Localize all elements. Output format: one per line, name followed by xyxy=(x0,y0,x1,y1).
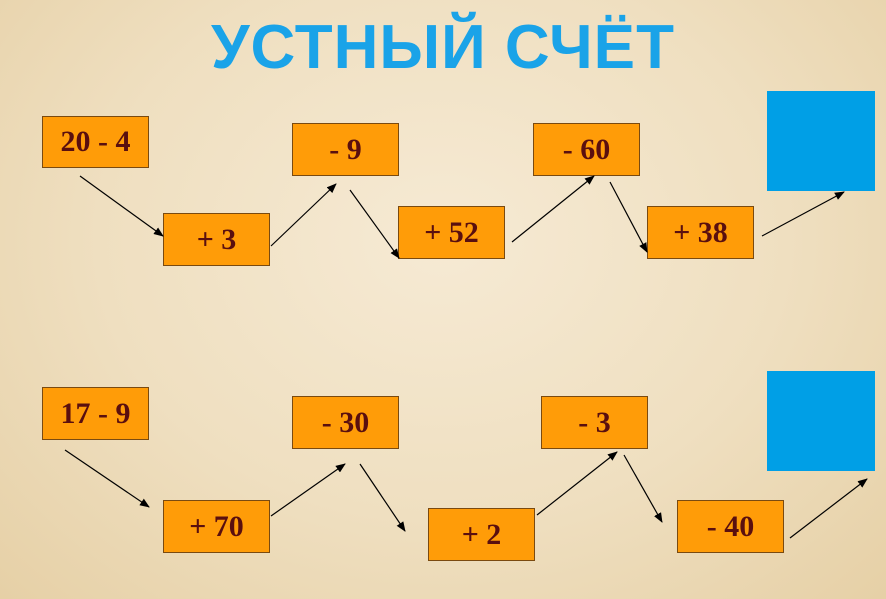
chain2-step-box[interactable]: - 3 xyxy=(541,396,648,449)
chain1-start-box[interactable]: 20 - 4 xyxy=(42,116,149,168)
arrow-connector xyxy=(511,175,595,243)
arrow-connector xyxy=(359,463,406,532)
arrow-connector xyxy=(761,191,845,237)
chain1-step-box[interactable]: + 52 xyxy=(398,206,505,259)
arrow-connector xyxy=(789,478,868,539)
page-title: УСТНЫЙ СЧЁТ xyxy=(210,13,676,82)
chain2-step-box[interactable]: - 40 xyxy=(677,500,784,553)
chain1-step-box[interactable]: + 38 xyxy=(647,206,754,259)
arrow-connector xyxy=(64,449,150,508)
arrow-connector xyxy=(270,463,346,517)
chain2-answer-square[interactable] xyxy=(767,371,875,471)
chain2-step-box[interactable]: + 70 xyxy=(163,500,270,553)
chain1-step-box[interactable]: - 60 xyxy=(533,123,640,176)
arrow-connector xyxy=(536,451,618,516)
chain1-step-box[interactable]: - 9 xyxy=(292,123,399,176)
chain2-step-box[interactable]: - 30 xyxy=(292,396,399,449)
chain2-step-box[interactable]: + 2 xyxy=(428,508,535,561)
arrow-connector xyxy=(623,454,663,523)
arrow-connector xyxy=(349,189,400,259)
arrow-connector xyxy=(609,181,648,253)
chain1-answer-square[interactable] xyxy=(767,91,875,191)
chain2-start-box[interactable]: 17 - 9 xyxy=(42,387,149,440)
chain1-step-box[interactable]: + 3 xyxy=(163,213,270,266)
arrow-connector xyxy=(270,183,337,247)
arrow-connector xyxy=(79,175,164,237)
